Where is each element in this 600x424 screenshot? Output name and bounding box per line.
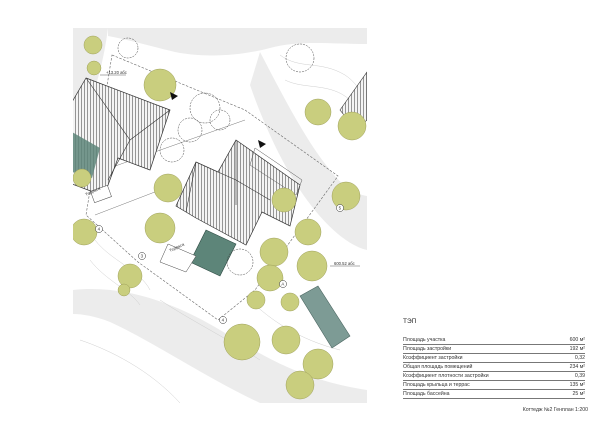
tep-row: Площадь бассейна 25 м² (403, 390, 585, 399)
svg-text:4: 4 (98, 227, 101, 232)
tep-row-label: Коэффициент плотности застройки (403, 372, 489, 379)
tep-row-value: 135 м² (569, 381, 585, 388)
trees (73, 35, 367, 400)
shed-left (90, 184, 112, 204)
tep-row: Площадь застройки 192 м² (403, 345, 585, 354)
entry-arrow-1 (170, 92, 178, 100)
plan-area: +13.20 абс 600.52 абс Терраса Терраса 4 … (73, 28, 367, 403)
svg-text:3: 3 (141, 254, 144, 259)
marker-4-top: 4 (95, 225, 103, 233)
elevation-left: +13.20 абс (100, 70, 127, 76)
main-house (175, 139, 303, 246)
terrace-main (159, 243, 197, 273)
tep-row-label: Общая площадь помещений (403, 363, 473, 370)
tep-table: ТЭП Площадь участка 600 м² Площадь застр… (403, 318, 585, 399)
pool-right (299, 285, 351, 349)
sketch-trees (117, 37, 315, 276)
terrace-label-2: Терраса (168, 241, 185, 253)
tep-row: Общая площадь помещений 234 м² (403, 363, 585, 372)
tep-row-value: 0,39 (574, 372, 585, 379)
entry-arrow-2 (258, 140, 266, 148)
plan-caption: Коттедж №2 Генплан 1:200 (522, 407, 588, 413)
svg-text:4: 4 (222, 318, 225, 323)
marker-3: 3 (138, 252, 146, 260)
neighbour-house-left (73, 77, 171, 197)
tep-row-value: 234 м² (569, 363, 585, 370)
tep-row: Площадь крыльца и террас 135 м² (403, 381, 585, 390)
road-top (108, 28, 367, 56)
svg-text:А: А (281, 282, 284, 287)
tep-row-value: 0,32 (574, 354, 585, 361)
terrace-label-1: Терраса (84, 185, 101, 197)
pool-main (189, 229, 237, 277)
tep-row-value: 600 м² (569, 336, 585, 343)
tep-row-label: Площадь крыльца и террас (403, 381, 470, 388)
elevation-right: 600.52 абс (330, 261, 360, 267)
svg-text:+13.20 абс: +13.20 абс (106, 70, 127, 75)
svg-text:5: 5 (339, 206, 342, 211)
svg-text:600.52 абс: 600.52 абс (334, 261, 355, 266)
tep-title: ТЭП (403, 318, 417, 325)
tep-row: Коэффициент плотности застройки 0,39 (403, 372, 585, 381)
tep-row: Коэффициент застройки 0,32 (403, 354, 585, 363)
tep-row: Площадь участка 600 м² (403, 336, 585, 345)
tep-row-value: 25 м² (572, 390, 585, 397)
tep-row-label: Коэффициент застройки (403, 354, 463, 361)
marker-5: 5 (336, 204, 344, 212)
tep-row-label: Площадь застройки (403, 345, 452, 352)
marker-4-bottom: 4 (219, 316, 227, 324)
tep-row-label: Площадь бассейна (403, 390, 450, 397)
marker-a: А (279, 280, 287, 288)
tep-row-label: Площадь участка (403, 336, 446, 343)
tep-row-value: 192 м² (569, 345, 585, 352)
